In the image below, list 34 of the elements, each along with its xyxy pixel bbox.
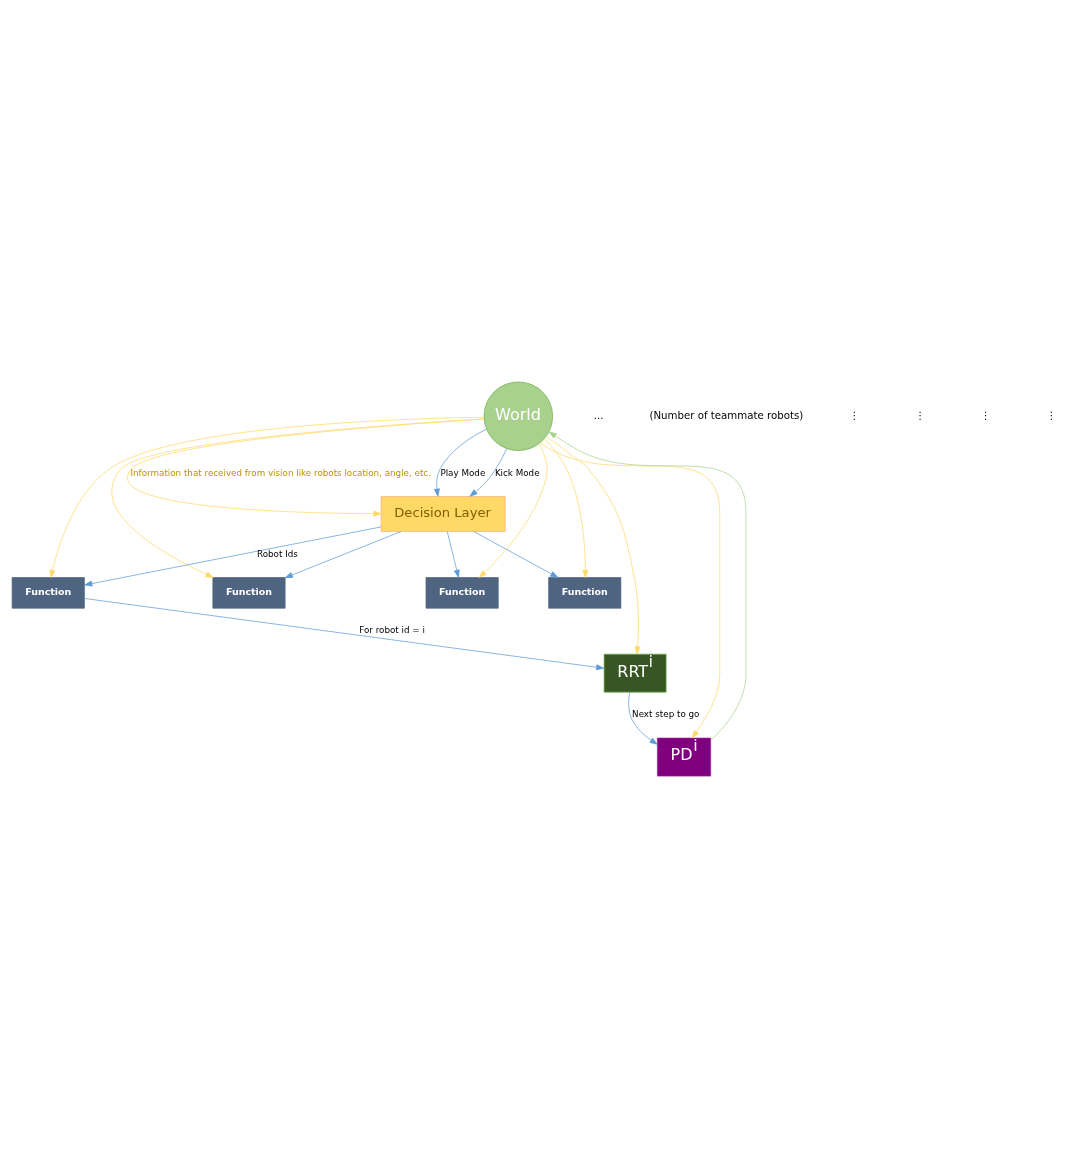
label: ⋮ bbox=[1046, 409, 1057, 421]
label: ⋮ bbox=[848, 409, 860, 421]
arrow bbox=[434, 428, 487, 497]
label: (Number of teammate robots) bbox=[649, 409, 804, 421]
arrow bbox=[539, 442, 721, 739]
arrow bbox=[84, 526, 382, 587]
edge-label: Robot Ids bbox=[257, 548, 298, 559]
arrow bbox=[49, 416, 485, 578]
arrow bbox=[284, 531, 402, 579]
edge-label: For robot id = i bbox=[359, 625, 425, 636]
arrow bbox=[545, 436, 641, 655]
arrow bbox=[127, 418, 485, 517]
arrow bbox=[543, 438, 589, 578]
edge-label: Kick Mode bbox=[494, 467, 540, 478]
arrow bbox=[446, 531, 460, 578]
arrow bbox=[628, 691, 658, 745]
node-circle: World bbox=[483, 381, 553, 451]
arrow bbox=[478, 443, 548, 578]
node-box: Function bbox=[212, 577, 286, 609]
arrow bbox=[84, 598, 605, 671]
edge-label: Next step to go bbox=[632, 709, 700, 720]
edge-label: Information that received from vision like robots location, angle, etc. bbox=[130, 467, 431, 478]
label: ⋮ bbox=[980, 409, 991, 421]
node-box: Function bbox=[11, 577, 85, 609]
node-box: Function bbox=[425, 577, 499, 609]
arrow bbox=[473, 531, 559, 578]
arrow bbox=[469, 448, 508, 497]
label: ⋮ bbox=[914, 409, 925, 421]
label: ... bbox=[593, 409, 604, 421]
edge-label: Play Mode bbox=[440, 467, 486, 478]
node-box: Decision Layer bbox=[380, 496, 506, 532]
arrow bbox=[548, 431, 747, 741]
arrow bbox=[111, 418, 485, 578]
node-box: Function bbox=[548, 577, 622, 609]
